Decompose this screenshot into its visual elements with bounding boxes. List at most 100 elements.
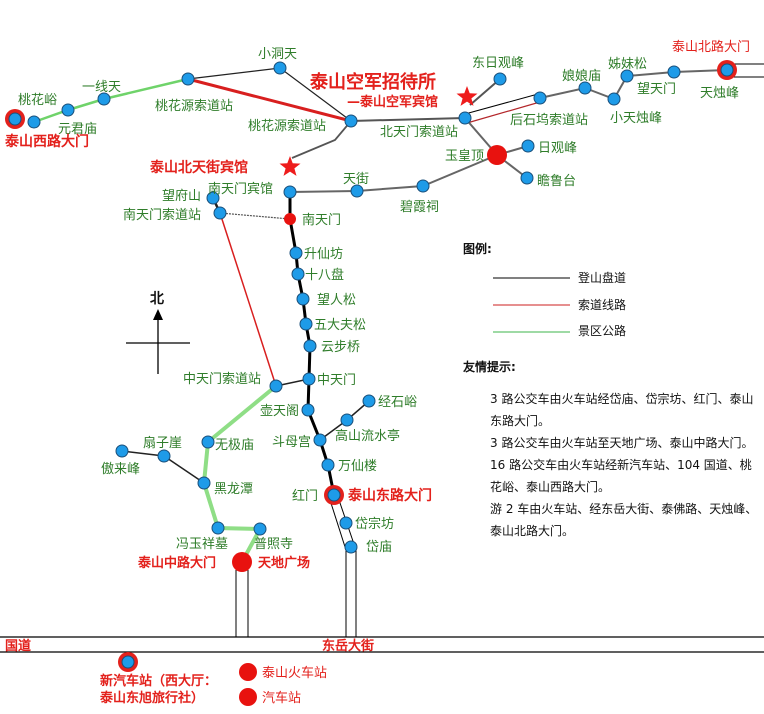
station-node[interactable] [362,394,376,408]
station-node[interactable] [458,111,472,125]
station-label[interactable]: 壶天阁 [260,404,299,419]
station-label[interactable]: 桃花峪 [18,92,57,108]
red-point-icon[interactable] [239,663,257,681]
station-node[interactable] [313,433,327,447]
red-point-icon[interactable] [232,552,252,572]
station-label[interactable]: 扇子崖 [143,435,182,451]
station-node[interactable] [607,92,621,106]
station-node[interactable] [533,91,547,105]
station-node[interactable] [521,139,535,153]
station-node[interactable] [61,103,75,117]
station-label[interactable]: 黑龙潭 [214,482,253,497]
station-label[interactable]: 无极庙 [215,438,254,453]
station-label[interactable]: 桃花源索道站 [155,98,233,114]
station-node[interactable] [301,403,315,417]
station-label[interactable]: 斗母宫 [272,435,311,450]
station-node[interactable] [344,114,358,128]
station-label[interactable]: 后石坞索道站 [510,112,588,128]
station-node[interactable] [302,372,316,386]
station-label[interactable]: 玉皇顶 [445,149,484,164]
path-north-gate [539,69,728,101]
station-node[interactable] [340,413,354,427]
legend-label-scenic-road: 景区公路 [578,323,626,338]
station-node[interactable] [201,435,215,449]
station-label[interactable]: 升仙坊 [304,247,343,262]
station-node[interactable] [211,521,225,535]
station-label[interactable]: 傲来峰 [101,462,140,477]
station-label[interactable]: 中天门 [317,373,356,388]
station-label[interactable]: 天街 [343,172,369,187]
station-node[interactable] [303,339,317,353]
station-node[interactable] [213,206,227,220]
gate-node[interactable] [8,112,22,126]
station-label[interactable]: 经石峪 [378,395,417,410]
station-label[interactable]: 岱庙 [366,540,392,555]
station-label[interactable]: 云步桥 [321,340,360,355]
station-label[interactable]: 元君庙 [58,122,97,137]
legend: 图例: 登山盘道 索道线路 景区公路 友情提示: [462,241,626,374]
station-label[interactable]: 五大夫松 [314,318,366,333]
station-node[interactable] [206,191,220,205]
station-label[interactable]: 北天门索道站 [380,125,458,140]
cableway-houshiwu [466,101,541,124]
station-node[interactable] [269,379,283,393]
station-node[interactable] [97,92,111,106]
station-label[interactable]: 南天门 [302,212,341,228]
station-label[interactable]: 瞻鲁台 [537,174,576,189]
station-node[interactable] [289,246,303,260]
station-node[interactable] [181,72,195,86]
station-label[interactable]: 望人松 [317,292,356,308]
station-label[interactable]: 小洞天 [258,47,297,62]
station-label[interactable]: 十八盘 [305,267,344,283]
gate-node[interactable] [327,488,341,502]
station-node[interactable] [344,540,358,554]
legend-label-hiking: 登山盘道 [578,270,626,285]
station-node[interactable] [339,516,353,530]
station-label[interactable]: 南天门宾馆 [208,181,273,197]
station-label[interactable]: 一线天 [82,80,121,95]
station-node[interactable] [253,522,267,536]
station-label[interactable]: 望府山 [162,188,201,204]
station-node[interactable] [620,69,634,83]
station-node[interactable] [416,179,430,193]
station-label[interactable]: 冯玉祥墓 [176,537,228,552]
path-nantianmen-cable [219,212,291,220]
station-node[interactable] [27,115,41,129]
station-label[interactable]: 桃花源索道站 [248,118,326,134]
station-label[interactable]: 红门 [292,488,318,504]
station-label[interactable]: 万仙楼 [338,459,377,474]
station-label[interactable]: 日观峰 [538,141,577,156]
station-label[interactable]: 天烛峰 [700,86,739,101]
station-label[interactable]: 望天门 [637,81,676,97]
station-node[interactable] [321,458,335,472]
station-node[interactable] [578,81,592,95]
gate-node[interactable] [720,63,734,77]
station-label[interactable]: 南天门索道站 [123,207,201,223]
station-label[interactable]: 姊妹松 [608,57,647,72]
station-label[interactable]: 岱宗坊 [355,516,394,532]
station-node[interactable] [667,65,681,79]
station-node[interactable] [115,444,129,458]
gate-node[interactable] [121,655,135,669]
station-node[interactable] [157,449,171,463]
station-label[interactable]: 中天门索道站 [183,372,261,387]
station-label[interactable]: 娘娘庙 [562,69,601,84]
station-node[interactable] [350,184,364,198]
station-label[interactable]: 小天烛峰 [610,111,662,126]
station-label[interactable]: 东日观峰 [472,56,524,71]
station-label[interactable]: 高山流水亭 [335,428,400,444]
hotel-star-icon [279,156,301,176]
station-node[interactable] [520,171,534,185]
station-node[interactable] [493,72,507,86]
red-point-icon[interactable] [284,213,296,225]
station-node[interactable] [291,267,305,281]
station-node[interactable] [273,61,287,75]
station-label[interactable]: 普照寺 [254,537,293,552]
red-point-icon[interactable] [239,688,257,706]
station-node[interactable] [296,292,310,306]
station-node[interactable] [197,476,211,490]
station-node[interactable] [283,185,297,199]
station-label[interactable]: 碧霞祠 [400,200,439,215]
red-point-icon[interactable] [487,145,507,165]
station-node[interactable] [299,317,313,331]
